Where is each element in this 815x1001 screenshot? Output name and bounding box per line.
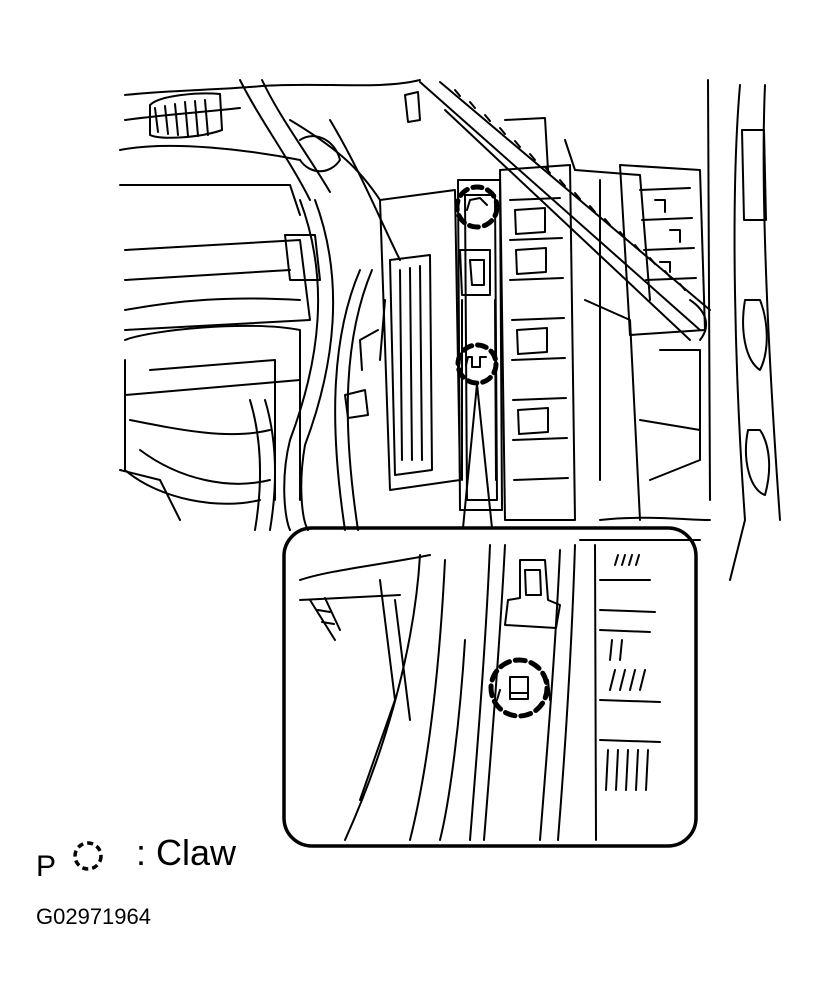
detail-leader-lines — [462, 383, 493, 529]
vertical-wires-drawing — [249, 119, 401, 531]
claw-callout-upper — [454, 184, 500, 230]
left-bracket-drawing — [119, 234, 321, 521]
dashed-circle-icon — [73, 841, 103, 871]
claw-callout-lower — [455, 342, 499, 386]
detail-inset-frame — [282, 526, 698, 848]
relay-block-drawing — [499, 117, 711, 541]
upper-harness-drawing — [119, 79, 421, 216]
figure-code: G02971964 — [36, 904, 151, 929]
diagonal-wire-harness-drawing — [419, 81, 711, 341]
ecu-plate-drawing — [457, 179, 503, 511]
legend-label-text: Claw — [156, 832, 237, 873]
detail-inset-drawing — [299, 544, 661, 841]
legend-claw-entry: : Claw — [136, 832, 236, 874]
left-connector-drawing — [344, 189, 461, 491]
legend-panel-letter: P — [36, 850, 57, 883]
legend-separator: : — [136, 832, 147, 873]
right-panel-drawing — [707, 79, 781, 581]
